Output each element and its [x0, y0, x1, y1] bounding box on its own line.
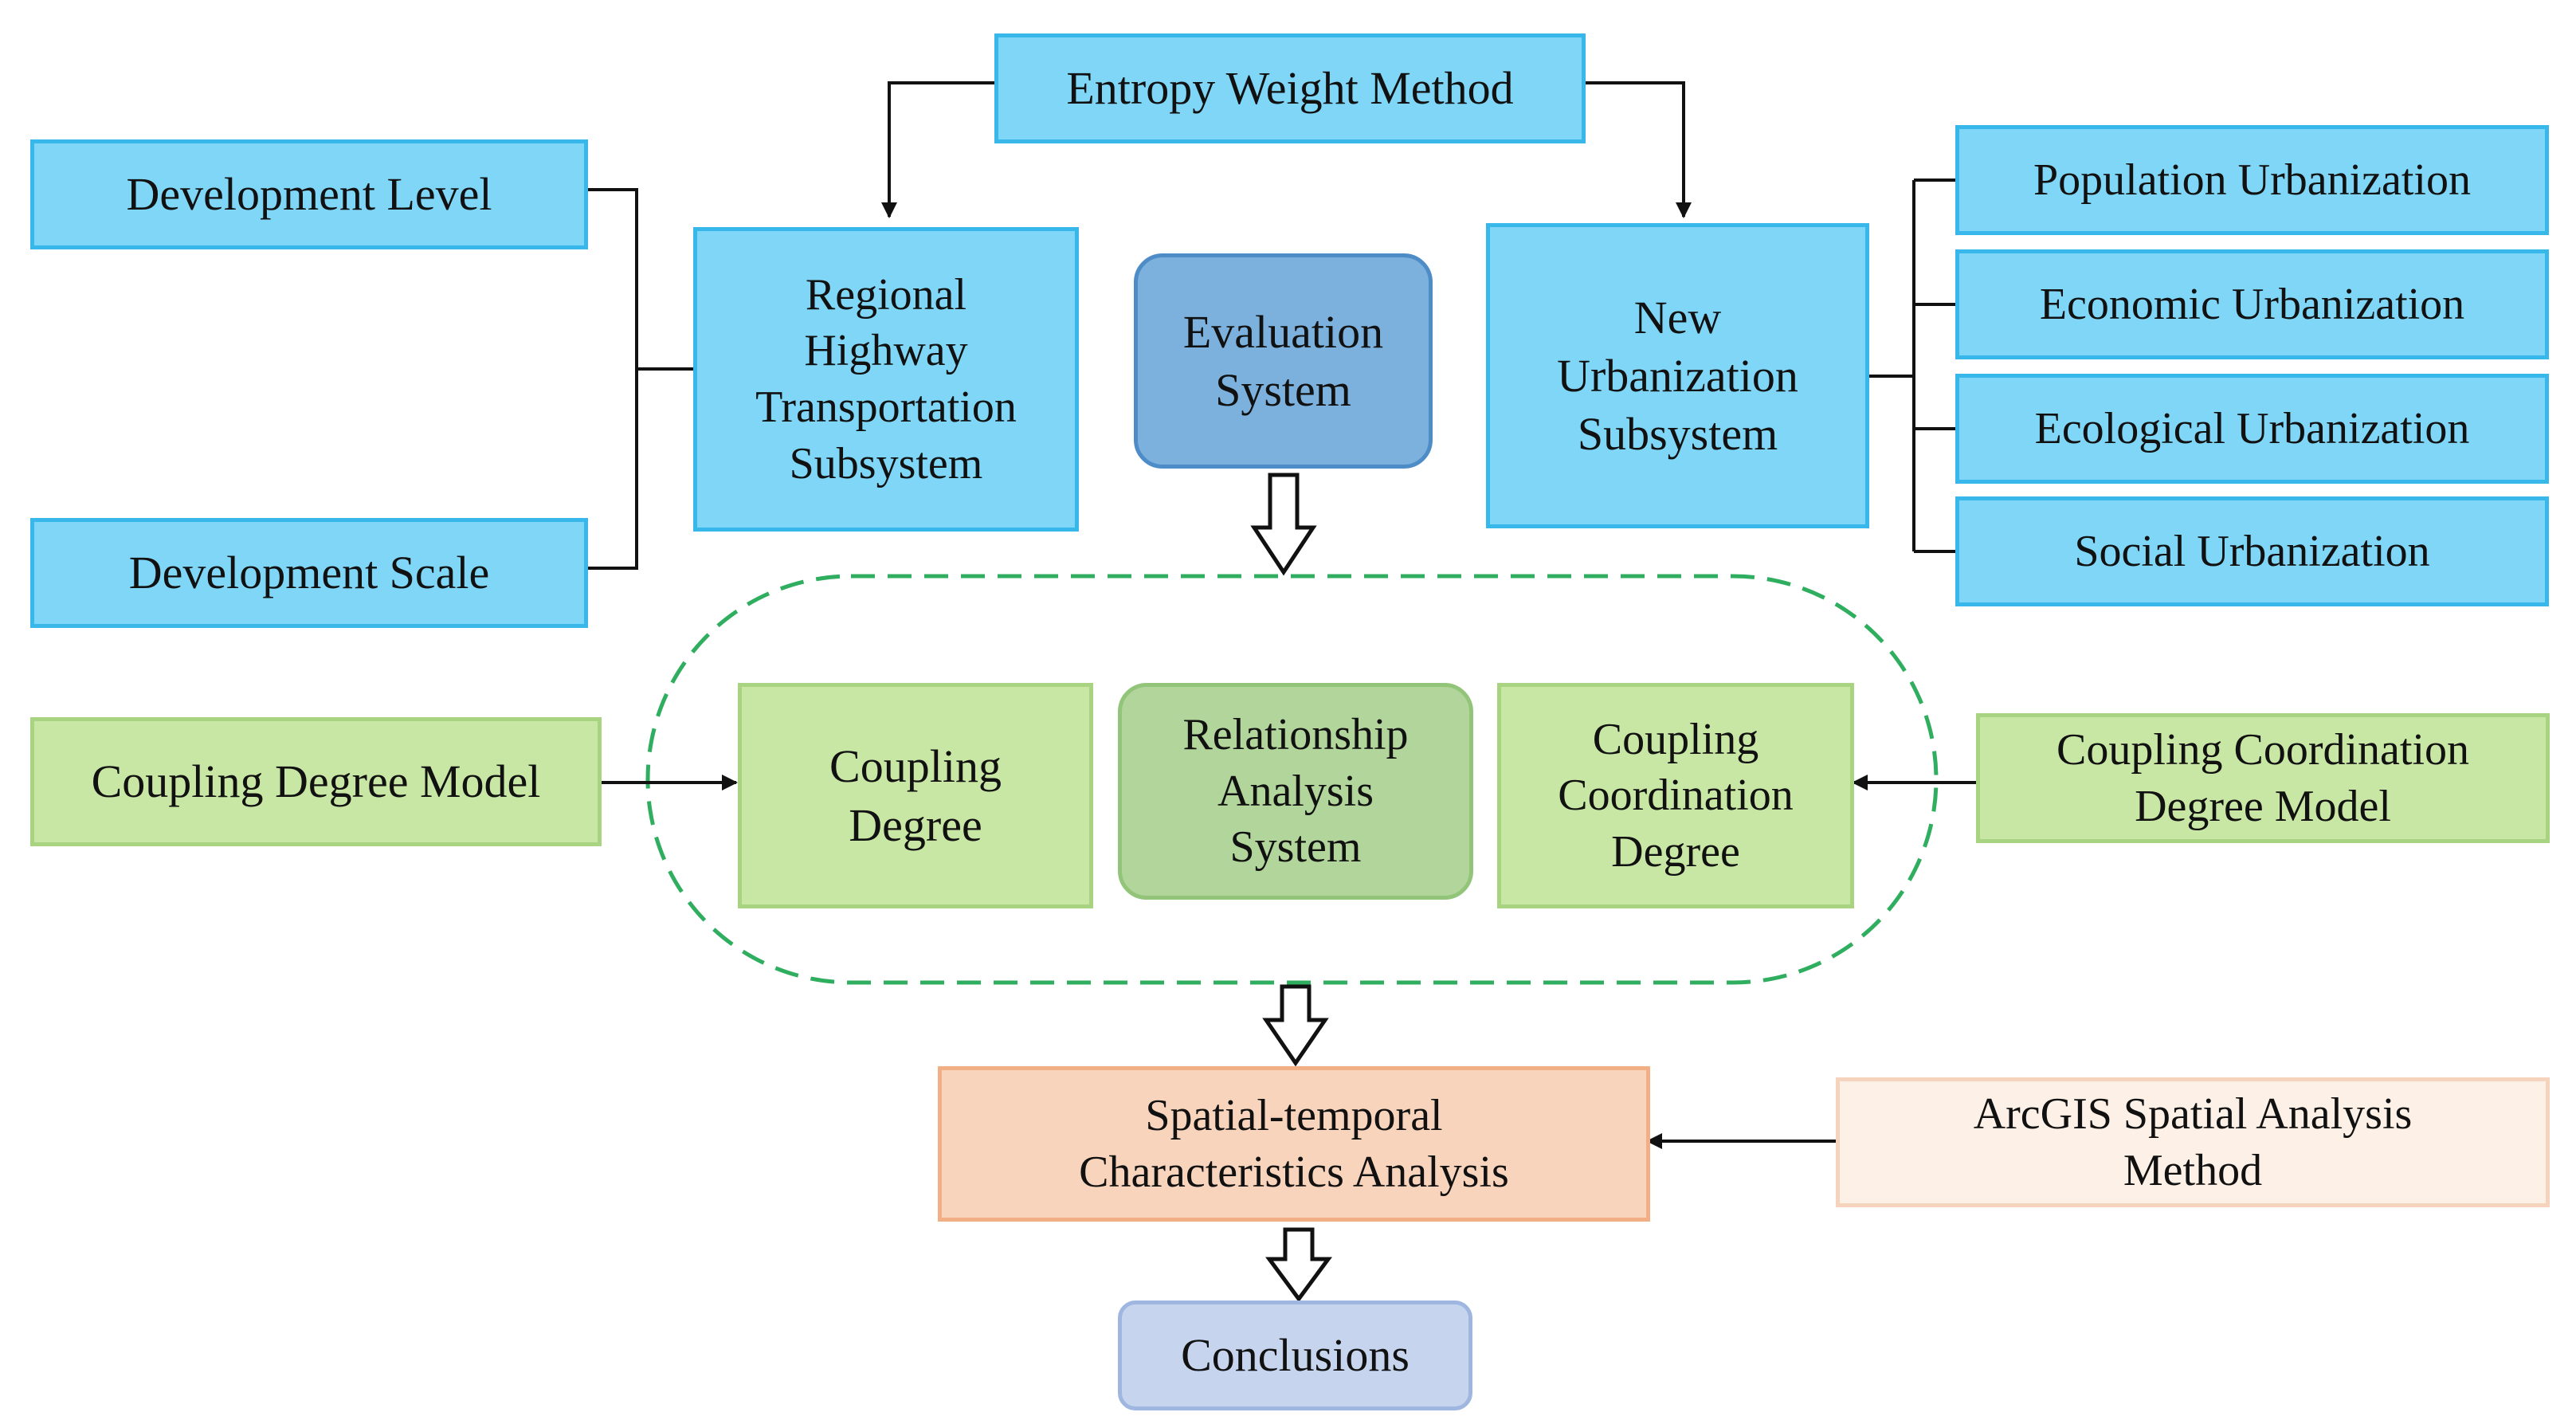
relationship-analysis-system-box: Relationship Analysis System: [1118, 683, 1473, 900]
evaluation-system-box: Evaluation System: [1134, 253, 1433, 469]
coupling-degree-label: Coupling Degree: [829, 740, 1002, 851]
regional-highway-subsystem-label: Regional Highway Transportation Subsyste…: [755, 269, 1017, 488]
connector-development-bracket: [588, 188, 693, 570]
economic-urbanization-box: Economic Urbanization: [1955, 249, 2549, 359]
development-scale-label: Development Scale: [128, 547, 490, 599]
spatial-temporal-analysis-box: Spatial-temporal Characteristics Analysi…: [938, 1066, 1650, 1222]
ecological-urbanization-box: Ecological Urbanization: [1955, 374, 2549, 484]
economic-urbanization-label: Economic Urbanization: [2039, 279, 2465, 329]
new-urbanization-subsystem-label: New Urbanization Subsystem: [1557, 291, 1798, 461]
arcgis-method-label: ArcGIS Spatial Analysis Method: [1973, 1089, 2413, 1195]
relationship-group-outline: [645, 574, 1939, 985]
block-arrow-evaluation-to-analysis: [1250, 473, 1317, 576]
conclusions-box: Conclusions: [1118, 1300, 1472, 1410]
entropy-weight-method-box: Entropy Weight Method: [994, 33, 1586, 143]
coupling-degree-model-label: Coupling Degree Model: [91, 755, 541, 808]
coupling-coordination-degree-box: Coupling Coordination Degree: [1497, 683, 1854, 908]
coupling-degree-model-box: Coupling Degree Model: [30, 717, 602, 846]
arcgis-method-box: ArcGIS Spatial Analysis Method: [1836, 1077, 2550, 1207]
regional-highway-subsystem-box: Regional Highway Transportation Subsyste…: [693, 227, 1079, 532]
entropy-weight-method-label: Entropy Weight Method: [1066, 62, 1514, 115]
ecological-urbanization-label: Ecological Urbanization: [2034, 403, 2470, 453]
connector-entropy-to-highway: [881, 81, 994, 218]
coupling-coordination-degree-model-box: Coupling Coordination Degree Model: [1976, 713, 2550, 843]
block-arrow-analysis-to-spatial: [1262, 984, 1329, 1067]
population-urbanization-box: Population Urbanization: [1955, 125, 2549, 235]
evaluation-system-label: Evaluation System: [1182, 305, 1384, 416]
connector-urbanization-bracket: [1869, 178, 1955, 553]
population-urbanization-label: Population Urbanization: [2033, 155, 2471, 205]
social-urbanization-label: Social Urbanization: [2074, 526, 2430, 576]
relationship-analysis-system-label: Relationship Analysis System: [1182, 710, 1409, 873]
block-arrow-spatial-to-conclusions: [1265, 1227, 1332, 1303]
coupling-degree-box: Coupling Degree: [738, 683, 1093, 908]
development-scale-box: Development Scale: [30, 518, 588, 628]
spatial-temporal-analysis-label: Spatial-temporal Characteristics Analysi…: [1079, 1090, 1509, 1197]
coupling-coordination-degree-label: Coupling Coordination Degree: [1558, 714, 1794, 877]
new-urbanization-subsystem-box: New Urbanization Subsystem: [1486, 223, 1869, 528]
connector-entropy-to-urbanization: [1586, 81, 1692, 218]
conclusions-label: Conclusions: [1181, 1329, 1410, 1382]
social-urbanization-box: Social Urbanization: [1955, 496, 2549, 606]
development-level-label: Development Level: [126, 168, 492, 221]
development-level-box: Development Level: [30, 139, 588, 249]
coupling-coordination-degree-model-label: Coupling Coordination Degree Model: [2056, 724, 2469, 831]
